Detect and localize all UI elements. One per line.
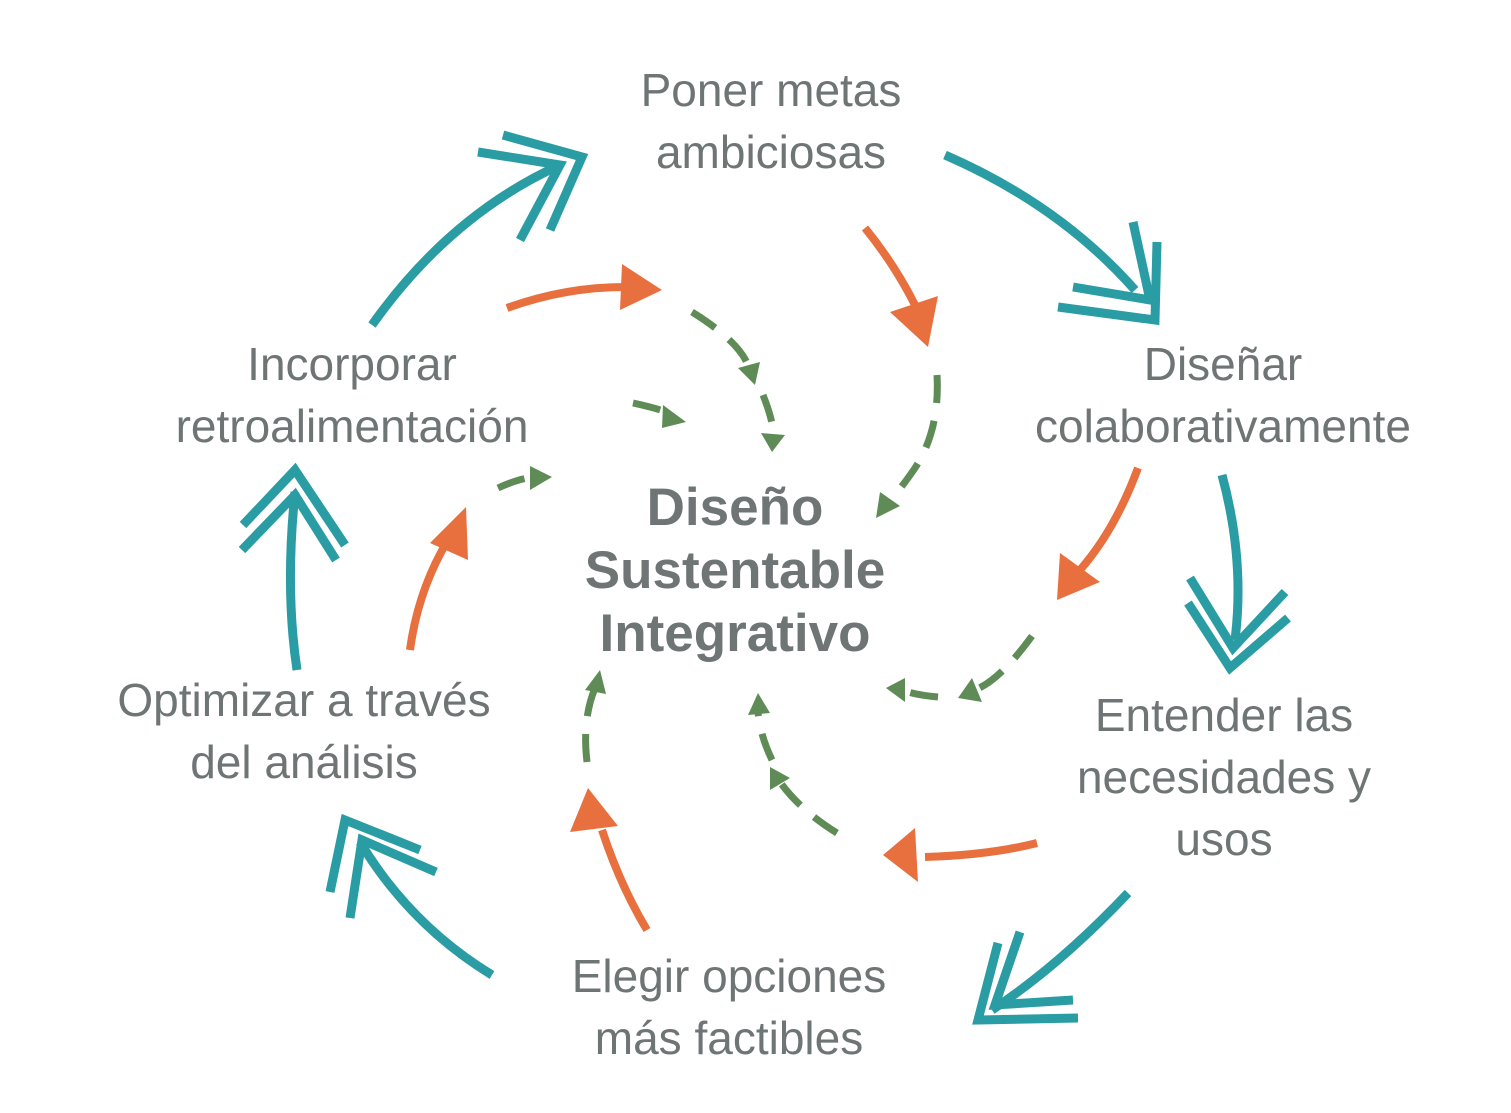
outer-arrow-feedback-to-goals xyxy=(368,130,589,328)
inner-arrow-7 xyxy=(886,678,939,702)
inner-arrow-4 xyxy=(496,466,552,492)
step-goals-line-1: Poner metas xyxy=(641,64,902,116)
middle-arrow-2 xyxy=(1057,466,1142,600)
step-collaborate-line-1: Diseñar xyxy=(1144,338,1303,390)
step-collaborate-line-2: colaborativamente xyxy=(1035,400,1411,452)
middle-arrow-5 xyxy=(406,507,468,651)
step-optimize-line-2: del análisis xyxy=(190,736,418,788)
step-collaborate: Diseñar colaborativamente xyxy=(1035,338,1411,452)
center-title: Diseño Sustentable Integrativo xyxy=(585,478,885,663)
inner-arrow-3 xyxy=(632,399,686,428)
middle-arrow-3 xyxy=(883,828,1038,882)
outer-arrow-collaborate-to-needs xyxy=(1184,473,1291,675)
step-feedback-line-2: retroalimentación xyxy=(176,400,529,452)
inner-arrow-2 xyxy=(759,393,785,452)
step-goals-line-2: ambiciosas xyxy=(656,126,886,178)
step-needs-line-2: necesidades y xyxy=(1077,751,1371,803)
inner-arrow-10 xyxy=(582,670,606,763)
step-feedback: Incorporar retroalimentación xyxy=(176,338,529,452)
step-options: Elegir opciones más factibles xyxy=(572,950,887,1064)
middle-arrow-4 xyxy=(570,788,651,933)
step-needs: Entender las necesidades y usos xyxy=(1077,689,1371,865)
step-optimize-line-1: Optimizar a través xyxy=(117,674,490,726)
step-needs-line-1: Entender las xyxy=(1095,689,1353,741)
step-goals: Poner metas ambiciosas xyxy=(641,64,902,178)
outer-arrow-goals-to-collaborate xyxy=(943,150,1162,326)
middle-arrow-1 xyxy=(861,225,938,347)
step-options-line-2: más factibles xyxy=(595,1012,863,1064)
step-optimize: Optimizar a través del análisis xyxy=(117,674,490,788)
step-needs-line-3: usos xyxy=(1175,813,1272,865)
outer-arrow-options-to-optimize xyxy=(325,813,495,979)
middle-arrow-6 xyxy=(505,264,662,312)
inner-arrow-9 xyxy=(748,693,776,762)
center-title-line-3: Integrativo xyxy=(600,604,871,663)
center-title-line-1: Diseño xyxy=(647,478,824,537)
inner-arrow-6 xyxy=(958,633,1035,702)
inner-arrow-1 xyxy=(690,309,760,385)
outer-arrow-optimize-to-feedback xyxy=(238,462,349,671)
inner-arrow-5 xyxy=(876,374,941,518)
step-options-line-1: Elegir opciones xyxy=(572,950,887,1002)
inner-arrow-8 xyxy=(770,767,839,836)
center-title-line-2: Sustentable xyxy=(585,541,885,600)
outer-arrow-needs-to-options xyxy=(972,889,1132,1025)
step-feedback-line-1: Incorporar xyxy=(247,338,457,390)
